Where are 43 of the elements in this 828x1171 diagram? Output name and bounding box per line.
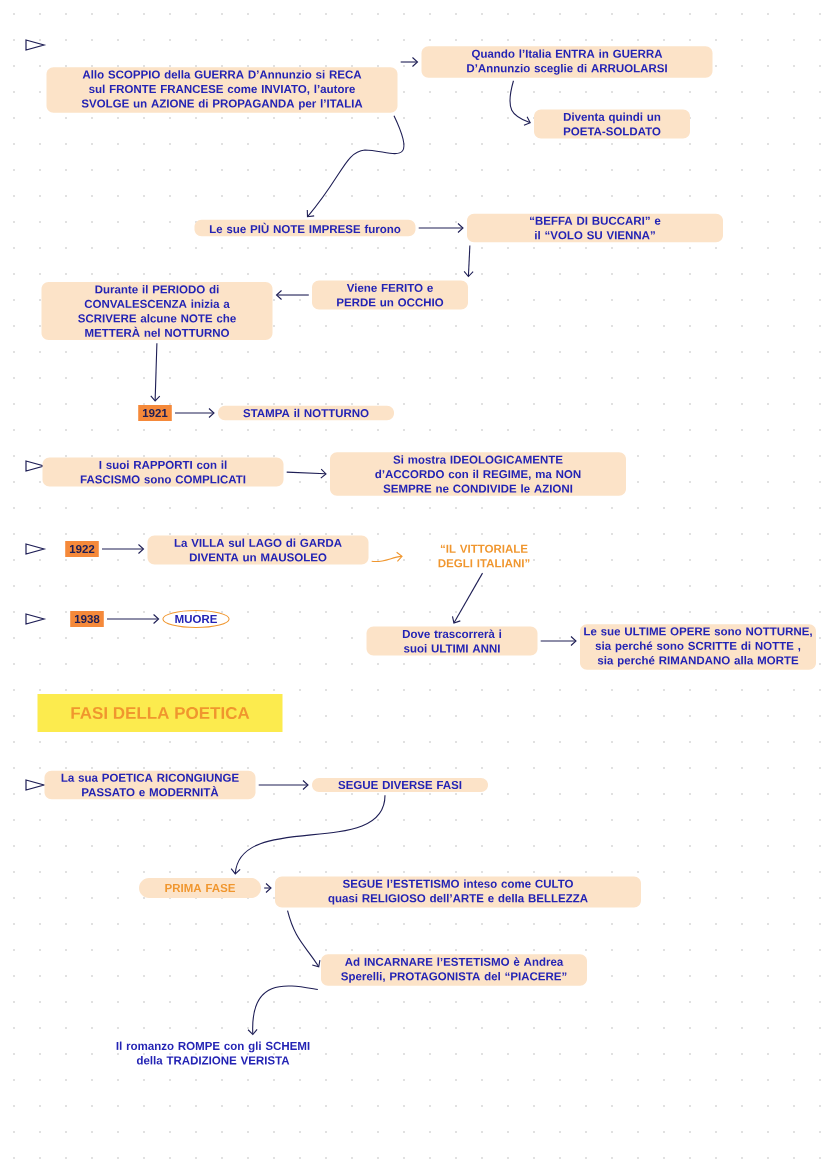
highlighted-note: Si mostra IDEOLOGICAMENTE d’ACCORDO con il REGIME, ma NON SEMPRE ne CONDIVIDE le AZIONI xyxy=(330,452,626,496)
arrow xyxy=(306,115,405,218)
highlighted-note: La sua POETICA RICONGIUNGE PASSATO e MODERNITÀ xyxy=(44,770,256,800)
arrow xyxy=(286,468,327,479)
highlighted-note: I suoi RAPPORTI con il FASCISMO sono COMPLICATI xyxy=(42,457,284,487)
highlighted-note: PRIMA FASE xyxy=(139,877,261,899)
arrow xyxy=(287,910,321,968)
section-heading: FASI DELLA POETICA xyxy=(37,694,283,732)
highlighted-note: SEGUE DIVERSE FASI xyxy=(312,777,488,793)
arrow xyxy=(247,985,319,1036)
note-text: Il romanzo ROMPE con gli SCHEMI della TRADIZIONE VERISTA xyxy=(116,1041,310,1065)
arrow xyxy=(371,551,403,563)
highlighted-note: La VILLA sul LAGO di GARDA DIVENTA un MAUSOLEO xyxy=(147,535,369,565)
year-box: 1921 xyxy=(138,404,172,422)
arrow xyxy=(509,80,531,126)
highlighted-note: Diventa quindi un POETA-SOLDATO xyxy=(534,109,690,139)
circled-word: MUORE xyxy=(162,609,230,629)
arrow xyxy=(400,56,419,68)
highlighted-note: STAMPA il NOTTURNO xyxy=(218,405,394,421)
arrow xyxy=(174,407,215,419)
arrow xyxy=(275,289,310,301)
arrow xyxy=(418,222,464,234)
arrow xyxy=(540,635,577,647)
note-text: “IL VITTORIALE DEGLI ITALIANI” xyxy=(438,544,530,568)
highlighted-note: Allo SCOPPIO della GUERRA D’Annunzio si RECA sul FRONTE FRANCESE come INVIATO, l’autore SVOLGE un AZIONE di PROPAGANDA per l’ITALIA xyxy=(46,67,398,113)
arrow xyxy=(258,779,309,791)
arrow xyxy=(150,342,161,402)
arrow xyxy=(230,794,386,875)
highlighted-note: Le sue PIÙ NOTE IMPRESE furono xyxy=(194,219,416,237)
arrow xyxy=(463,245,474,278)
year-box: 1938 xyxy=(70,610,104,628)
highlighted-note: Ad INCARNARE l’ESTETISMO è Andrea Sperelli, PROTAGONISTA del “PIACERE” xyxy=(321,954,587,986)
highlighted-note: Durante il PERIODO di CONVALESCENZA inizia a SCRIVERE alcune NOTE che METTERÀ nel NOTTURNO xyxy=(41,282,273,340)
highlighted-note: SEGUE l’ESTETISMO inteso come CULTO quasi RELIGIOSO dell’ARTE e della BELLEZZA xyxy=(275,876,641,908)
highlighted-note: “BEFFA DI BUCCARI” e il “VOLO SU VIENNA” xyxy=(467,213,723,243)
highlighted-note: Quando l’Italia ENTRA in GUERRA D’Annunzio sceglie di ARRUOLARSI xyxy=(421,46,713,78)
highlighted-note: Viene FERITO e PERDE un OCCHIO xyxy=(312,280,468,310)
year-box: 1922 xyxy=(65,540,99,558)
arrow xyxy=(101,543,145,555)
arrow xyxy=(451,572,484,624)
arrow xyxy=(106,613,160,625)
highlighted-note: Dove trascorrerà i suoi ULTIMI ANNI xyxy=(366,626,538,656)
highlighted-note: Le sue ULTIME OPERE sono NOTTURNE, sia perché sono SCRITTE di NOTTE , sia perché RIMANDANO alla MORTE xyxy=(580,624,816,670)
